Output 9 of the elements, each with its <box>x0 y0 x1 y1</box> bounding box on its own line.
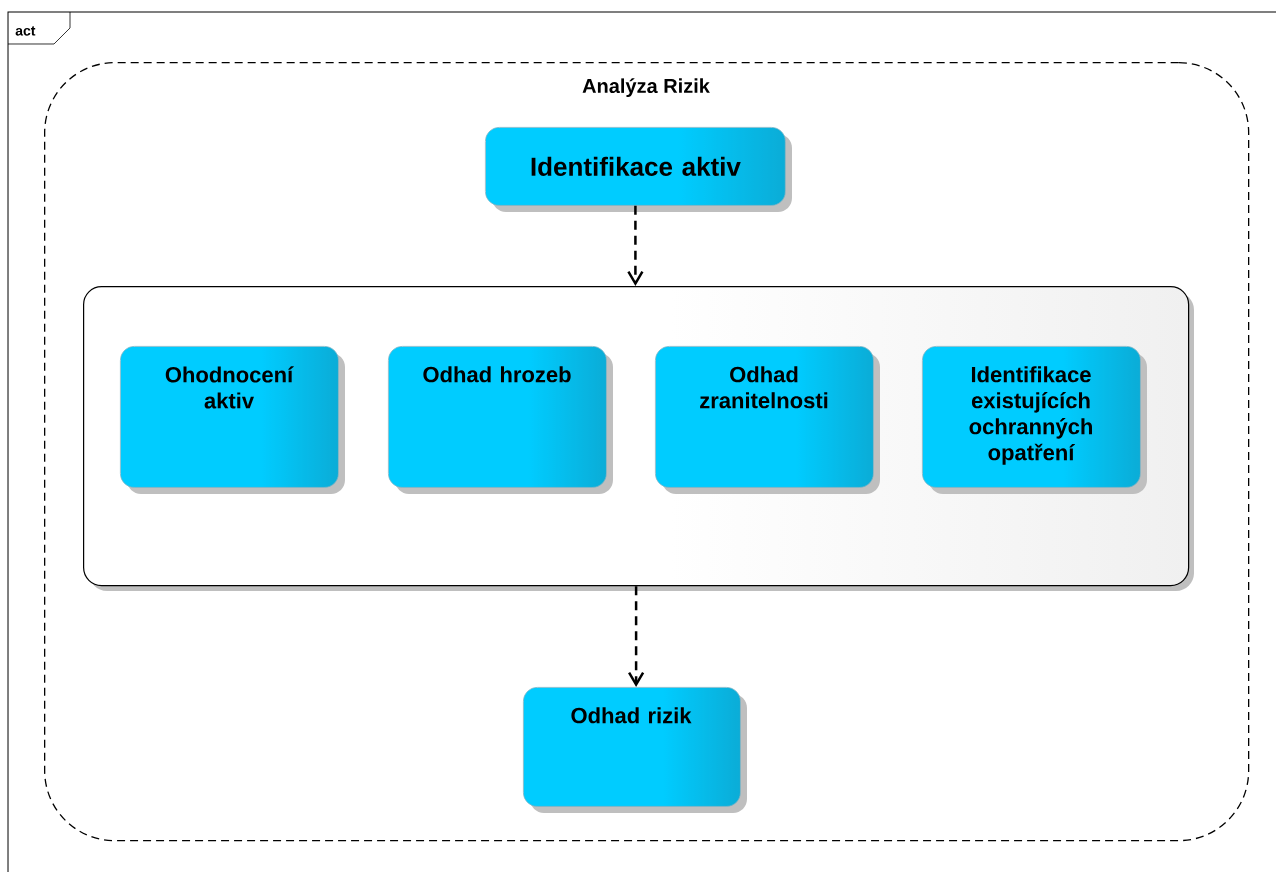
arrow <box>628 586 645 687</box>
activity-box: Odhad hrozeb <box>388 346 613 494</box>
activity-box: Odhad zranitelnosti <box>655 346 880 494</box>
activity-box: Identifikace existujících ochranných opatření <box>922 346 1147 494</box>
arrow <box>627 205 644 286</box>
frame-tab: act <box>7 11 71 45</box>
activity-box: Ohodnocení aktiv <box>120 346 345 494</box>
activity-box: Identifikace aktiv <box>485 127 792 212</box>
activity-box: Odhad rizik <box>523 687 747 813</box>
